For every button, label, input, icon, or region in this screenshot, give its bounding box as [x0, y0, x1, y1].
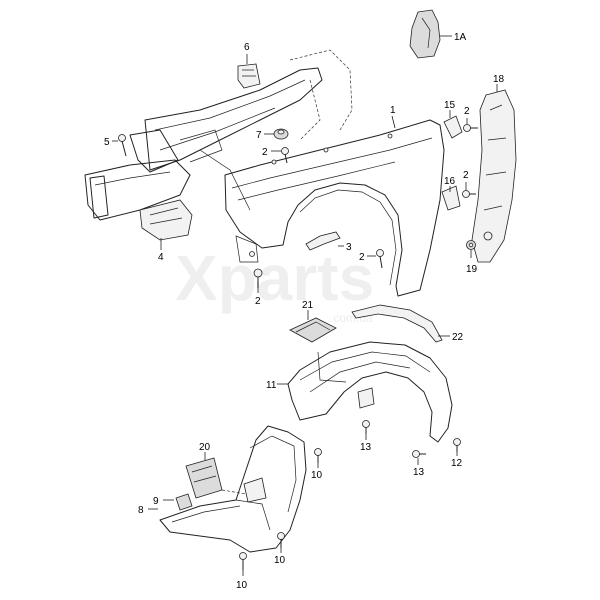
- callout-7: 7: [256, 130, 262, 141]
- part-15-bracket: [443, 115, 463, 139]
- callout-13-b: 13: [413, 467, 425, 478]
- part-11-liner: [287, 341, 453, 443]
- screw-13-a: [362, 420, 370, 434]
- callout-2-top: 2: [262, 147, 268, 158]
- callout-13-a: 13: [360, 442, 372, 453]
- screw-10-c: [239, 552, 247, 570]
- part-1a-pad: [409, 9, 441, 59]
- part-3-trim: [305, 231, 341, 251]
- part-4-bracket: [139, 199, 193, 241]
- screw-12: [453, 438, 461, 452]
- part-18-insert: [471, 89, 517, 263]
- watermark-text: Xparts: [175, 242, 374, 314]
- screw-2-right-mid: [462, 190, 476, 198]
- screw-2-top: [281, 147, 289, 164]
- screw-2-right-top: [463, 124, 478, 132]
- callout-16: 16: [444, 176, 456, 187]
- callout-8: 8: [138, 505, 144, 516]
- callout-21: 21: [302, 300, 314, 311]
- part-7-grommet: [273, 128, 289, 140]
- part-5-bolt: [118, 134, 127, 157]
- part-8-liner: [159, 425, 307, 553]
- callout-1: 1: [390, 105, 396, 116]
- callout-2-right-top: 2: [464, 106, 470, 117]
- callout-10-c: 10: [236, 580, 248, 591]
- screw-10-a: [314, 448, 322, 463]
- callout-20: 20: [199, 442, 211, 453]
- callout-19: 19: [466, 264, 478, 275]
- callout-11: 11: [266, 380, 277, 391]
- screw-10-b: [277, 532, 285, 548]
- callout-5: 5: [104, 137, 110, 148]
- callout-10-b: 10: [274, 555, 286, 566]
- callout-3: 3: [346, 242, 352, 253]
- leader-1: [391, 115, 396, 129]
- callout-18: 18: [493, 74, 505, 85]
- callout-2-lower: 2: [255, 296, 261, 307]
- part-22-strip: [351, 304, 443, 343]
- callout-9: 9: [153, 496, 159, 507]
- part-20-pad: [185, 457, 223, 499]
- part-1-fender: [224, 119, 445, 297]
- screw-2-fender: [376, 249, 384, 269]
- part-21-pad: [289, 317, 337, 343]
- callout-2-right-mid: 2: [463, 170, 469, 181]
- part-19-nut: [466, 240, 476, 250]
- callout-2-fender: 2: [359, 252, 365, 263]
- callout-10-a: 10: [311, 470, 323, 481]
- callout-4: 4: [158, 252, 164, 263]
- callout-15: 15: [444, 100, 456, 111]
- callout-22: 22: [452, 332, 464, 343]
- dash-20: [221, 489, 247, 495]
- callout-6: 6: [244, 42, 250, 53]
- part-9-clip: [175, 493, 193, 511]
- part-6-bracket: [237, 63, 261, 89]
- screw-13-b: [412, 450, 426, 458]
- callout-12: 12: [451, 458, 463, 469]
- callout-1a: 1A: [454, 32, 467, 43]
- part-16-bracket: [441, 185, 461, 211]
- body-frame: [84, 49, 353, 221]
